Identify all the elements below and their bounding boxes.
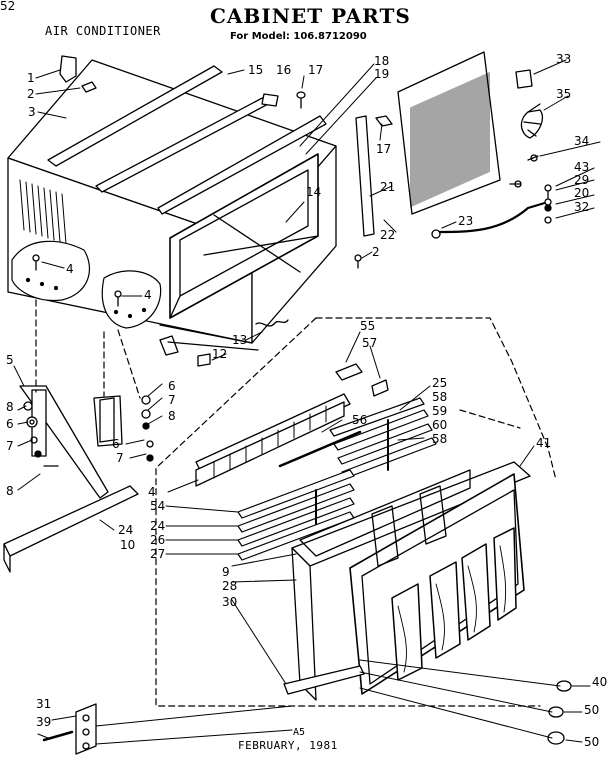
part-number-label: 15 — [248, 63, 264, 77]
part-number-label: 17 — [376, 142, 392, 156]
part-number-label: 41 — [536, 436, 552, 450]
bracket-1 — [59, 55, 77, 83]
part-number-label: 13 — [232, 333, 248, 347]
part-number-label: 34 — [574, 134, 590, 148]
part-number-label: 31 — [36, 697, 52, 711]
part-number-label: 4 — [66, 262, 74, 276]
part-33 — [515, 69, 533, 89]
top-rail-15 — [47, 65, 327, 215]
part-number-label: 58 — [432, 390, 448, 404]
part-number-label: 58 — [432, 432, 448, 446]
part-number-label: 4 — [144, 288, 152, 302]
part-number-label: 59 — [432, 404, 448, 418]
part-number-label: 30 — [222, 595, 238, 609]
rail-10 — [3, 485, 139, 573]
part-number-label: 54 — [150, 499, 166, 513]
part-number-label: 32 — [574, 200, 590, 214]
diagram-title: CABINET PARTS — [210, 4, 411, 28]
clip-55 — [335, 363, 363, 381]
part-number-label: 57 — [362, 336, 378, 350]
appliance-label: AIR CONDITIONER — [45, 24, 161, 38]
part-number-label: 43 — [574, 160, 590, 174]
clip-57 — [371, 379, 389, 397]
part-number-label: 56 — [352, 413, 368, 427]
part-number-label: 28 — [222, 579, 238, 593]
clip-12 — [197, 353, 211, 367]
part-number-label: 55 — [360, 319, 376, 333]
part-number-label: 2 — [27, 87, 35, 101]
part-number-label: 60 — [432, 418, 448, 432]
part-number-label: 20 — [574, 186, 590, 200]
part-number-label: 24 — [118, 523, 134, 537]
part-number-label: 14 — [306, 185, 322, 199]
part-number-label: 27 — [150, 547, 166, 561]
part-number-label: 24 — [150, 519, 166, 533]
part-number-label: 19 — [374, 67, 390, 81]
part-number-label: 18 — [374, 54, 390, 68]
part-number-label: 50 — [584, 703, 600, 717]
part-35 — [520, 109, 544, 139]
part-number-label: 10 — [120, 538, 136, 552]
model-subtitle: For Model: 106.8712090 — [230, 31, 367, 42]
part-number-label: 1 — [27, 71, 35, 85]
part-number-label: 22 — [380, 228, 396, 242]
part-number-label: 7 — [116, 451, 124, 465]
part-number-label: 6 — [6, 417, 14, 431]
part-number-label: 2 — [372, 245, 380, 259]
part-number-label: 29 — [574, 173, 590, 187]
part-number-label: 21 — [380, 180, 396, 194]
part-number-label: 8 — [6, 484, 14, 498]
part-number-label: 23 — [458, 214, 474, 228]
bracket-39 — [42, 703, 293, 755]
bottom-rail-31 — [283, 665, 365, 695]
part-number-label: 17 — [308, 63, 324, 77]
vane-set-left — [237, 469, 355, 561]
callout-leaders — [13, 59, 601, 743]
part-number-label: 39 — [36, 715, 52, 729]
vane-set-right — [329, 397, 437, 479]
rod-56 — [278, 430, 362, 468]
part-number-label: 6 — [112, 437, 120, 451]
part-number-label: 6 — [168, 379, 176, 393]
power-cord-23 — [434, 200, 550, 234]
part-number-label: 9 — [222, 565, 230, 579]
part-number-label: 4 — [148, 485, 156, 499]
support-bracket-5 — [19, 385, 123, 499]
part-number-label: 35 — [556, 87, 572, 101]
part-number-label: 26 — [150, 533, 166, 547]
assembly-leader-lines — [35, 299, 557, 707]
part-number-label: 16 — [276, 63, 292, 77]
part-number-label: 5 — [6, 353, 14, 367]
front-grille-41 — [291, 461, 531, 701]
part-number-label: 7 — [168, 393, 176, 407]
part-number-label: 40 — [592, 675, 608, 689]
part-number-label: 52 — [0, 0, 16, 13]
part-number-label: 8 — [168, 409, 176, 423]
hardware-6-7-8 — [23, 395, 154, 467]
part-number-label: 7 — [6, 439, 14, 453]
part-number-label: 12 — [212, 347, 228, 361]
part-number-label: 50 — [584, 735, 600, 749]
side-strip-21 — [355, 115, 375, 237]
insulation-panel-22 — [397, 51, 501, 215]
screws-50-52 — [359, 659, 572, 745]
revision-date: FEBRUARY, 1981 — [238, 739, 338, 752]
part-number-label: 33 — [556, 52, 572, 66]
louver-frame-54 — [195, 393, 351, 487]
screw-17 — [296, 91, 306, 109]
part-number-label: 8 — [6, 400, 14, 414]
mount-callout-left — [11, 240, 91, 302]
part-number-label: 3 — [28, 105, 36, 119]
page-code: A5 — [293, 727, 306, 738]
part-number-label: 25 — [432, 376, 448, 390]
